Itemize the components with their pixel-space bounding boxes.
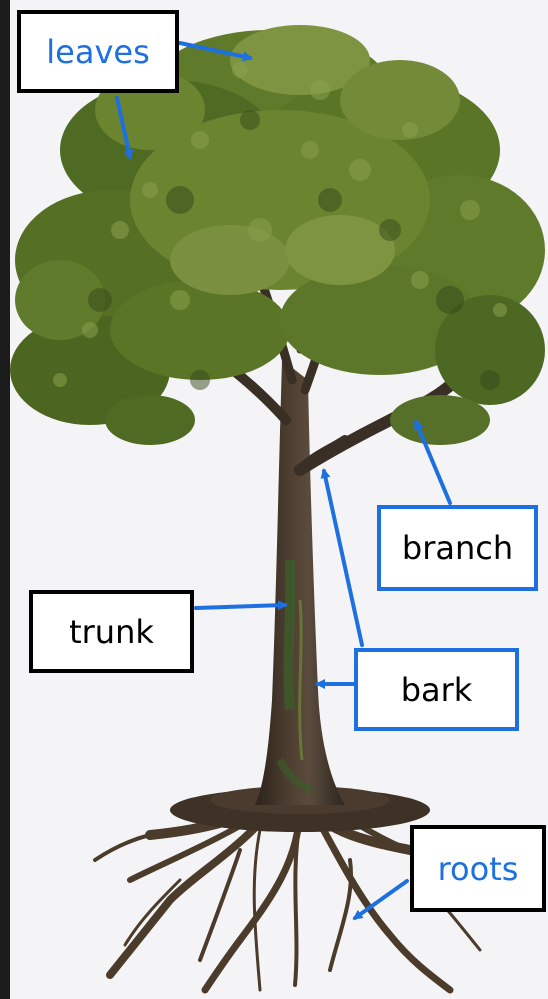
label-leaves: leaves — [17, 10, 179, 93]
arrow-roots — [352, 879, 409, 920]
arrow-branch — [414, 419, 452, 505]
leaf-speckles — [53, 62, 507, 387]
arrow-leaves-right — [178, 41, 253, 62]
image-left-edge — [0, 0, 10, 999]
arrow-leaves-down — [115, 96, 134, 160]
label-trunk: trunk — [29, 590, 194, 673]
label-branch: branch — [377, 505, 538, 591]
arrow-bark-up — [320, 468, 364, 647]
arrow-trunk — [194, 600, 288, 611]
trunk-shape — [255, 360, 345, 805]
leaf-shadows — [88, 110, 500, 390]
arrows — [115, 41, 452, 920]
label-roots: roots — [410, 825, 546, 912]
label-bark: bark — [354, 648, 519, 731]
root-base — [170, 786, 430, 832]
leaves — [10, 25, 545, 445]
